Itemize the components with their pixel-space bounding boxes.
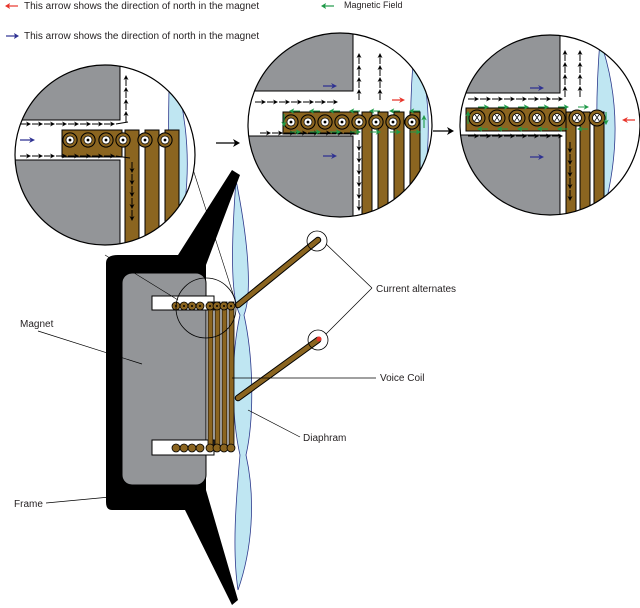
- label-voice-coil: Voice Coil: [380, 373, 424, 384]
- transition-arrow-2: [433, 127, 454, 135]
- cross-symbol: X: [534, 113, 540, 123]
- blue-arrow-icon: [530, 85, 544, 91]
- blue-arrow-icon: [6, 33, 19, 39]
- cross-symbol: X: [474, 113, 480, 123]
- blue-arrow-icon: [323, 83, 337, 89]
- zoom-detail-1: [14, 64, 196, 246]
- red-arrow-icon: [622, 117, 635, 123]
- transition-arrow-1: [216, 139, 240, 147]
- legend-green-text: Magnetic Field: [344, 0, 403, 10]
- legend-blue-text: This arrow shows the direction of north …: [24, 31, 259, 42]
- legend-red-text: This arrow shows the direction of north …: [24, 1, 259, 12]
- diaphragm: [232, 179, 253, 591]
- cross-symbol: X: [514, 113, 520, 123]
- green-arrow-icon: [321, 3, 334, 9]
- label-frame: Frame: [14, 499, 43, 510]
- blue-arrow-icon: [530, 154, 544, 160]
- cross-symbol: X: [594, 113, 600, 123]
- cross-symbol: X: [574, 113, 580, 123]
- blue-arrow-icon: [20, 137, 35, 143]
- cross-symbol: X: [554, 113, 560, 123]
- label-current-alternates: Current alternates: [376, 284, 456, 295]
- cross-symbol: X: [494, 113, 500, 123]
- red-arrow-icon: [392, 97, 405, 103]
- label-magnet: Magnet: [20, 319, 54, 330]
- zoom-circle: [175, 277, 237, 339]
- blue-arrow-icon: [323, 153, 337, 159]
- magnet: [121, 272, 207, 486]
- red-arrow-icon: [5, 3, 18, 9]
- label-diaphragm: Diaphram: [303, 433, 346, 444]
- zoom-detail-2: [247, 32, 433, 218]
- speaker-assembly: [104, 159, 329, 605]
- legend: This arrow shows the direction of north …: [5, 0, 403, 42]
- callouts: Magnet Frame Current alternates Voice Co…: [14, 243, 456, 510]
- lead-wires: [234, 230, 329, 402]
- voice-coil: [171, 301, 236, 453]
- zoom-detail-3: X X X X X X X: [459, 34, 640, 216]
